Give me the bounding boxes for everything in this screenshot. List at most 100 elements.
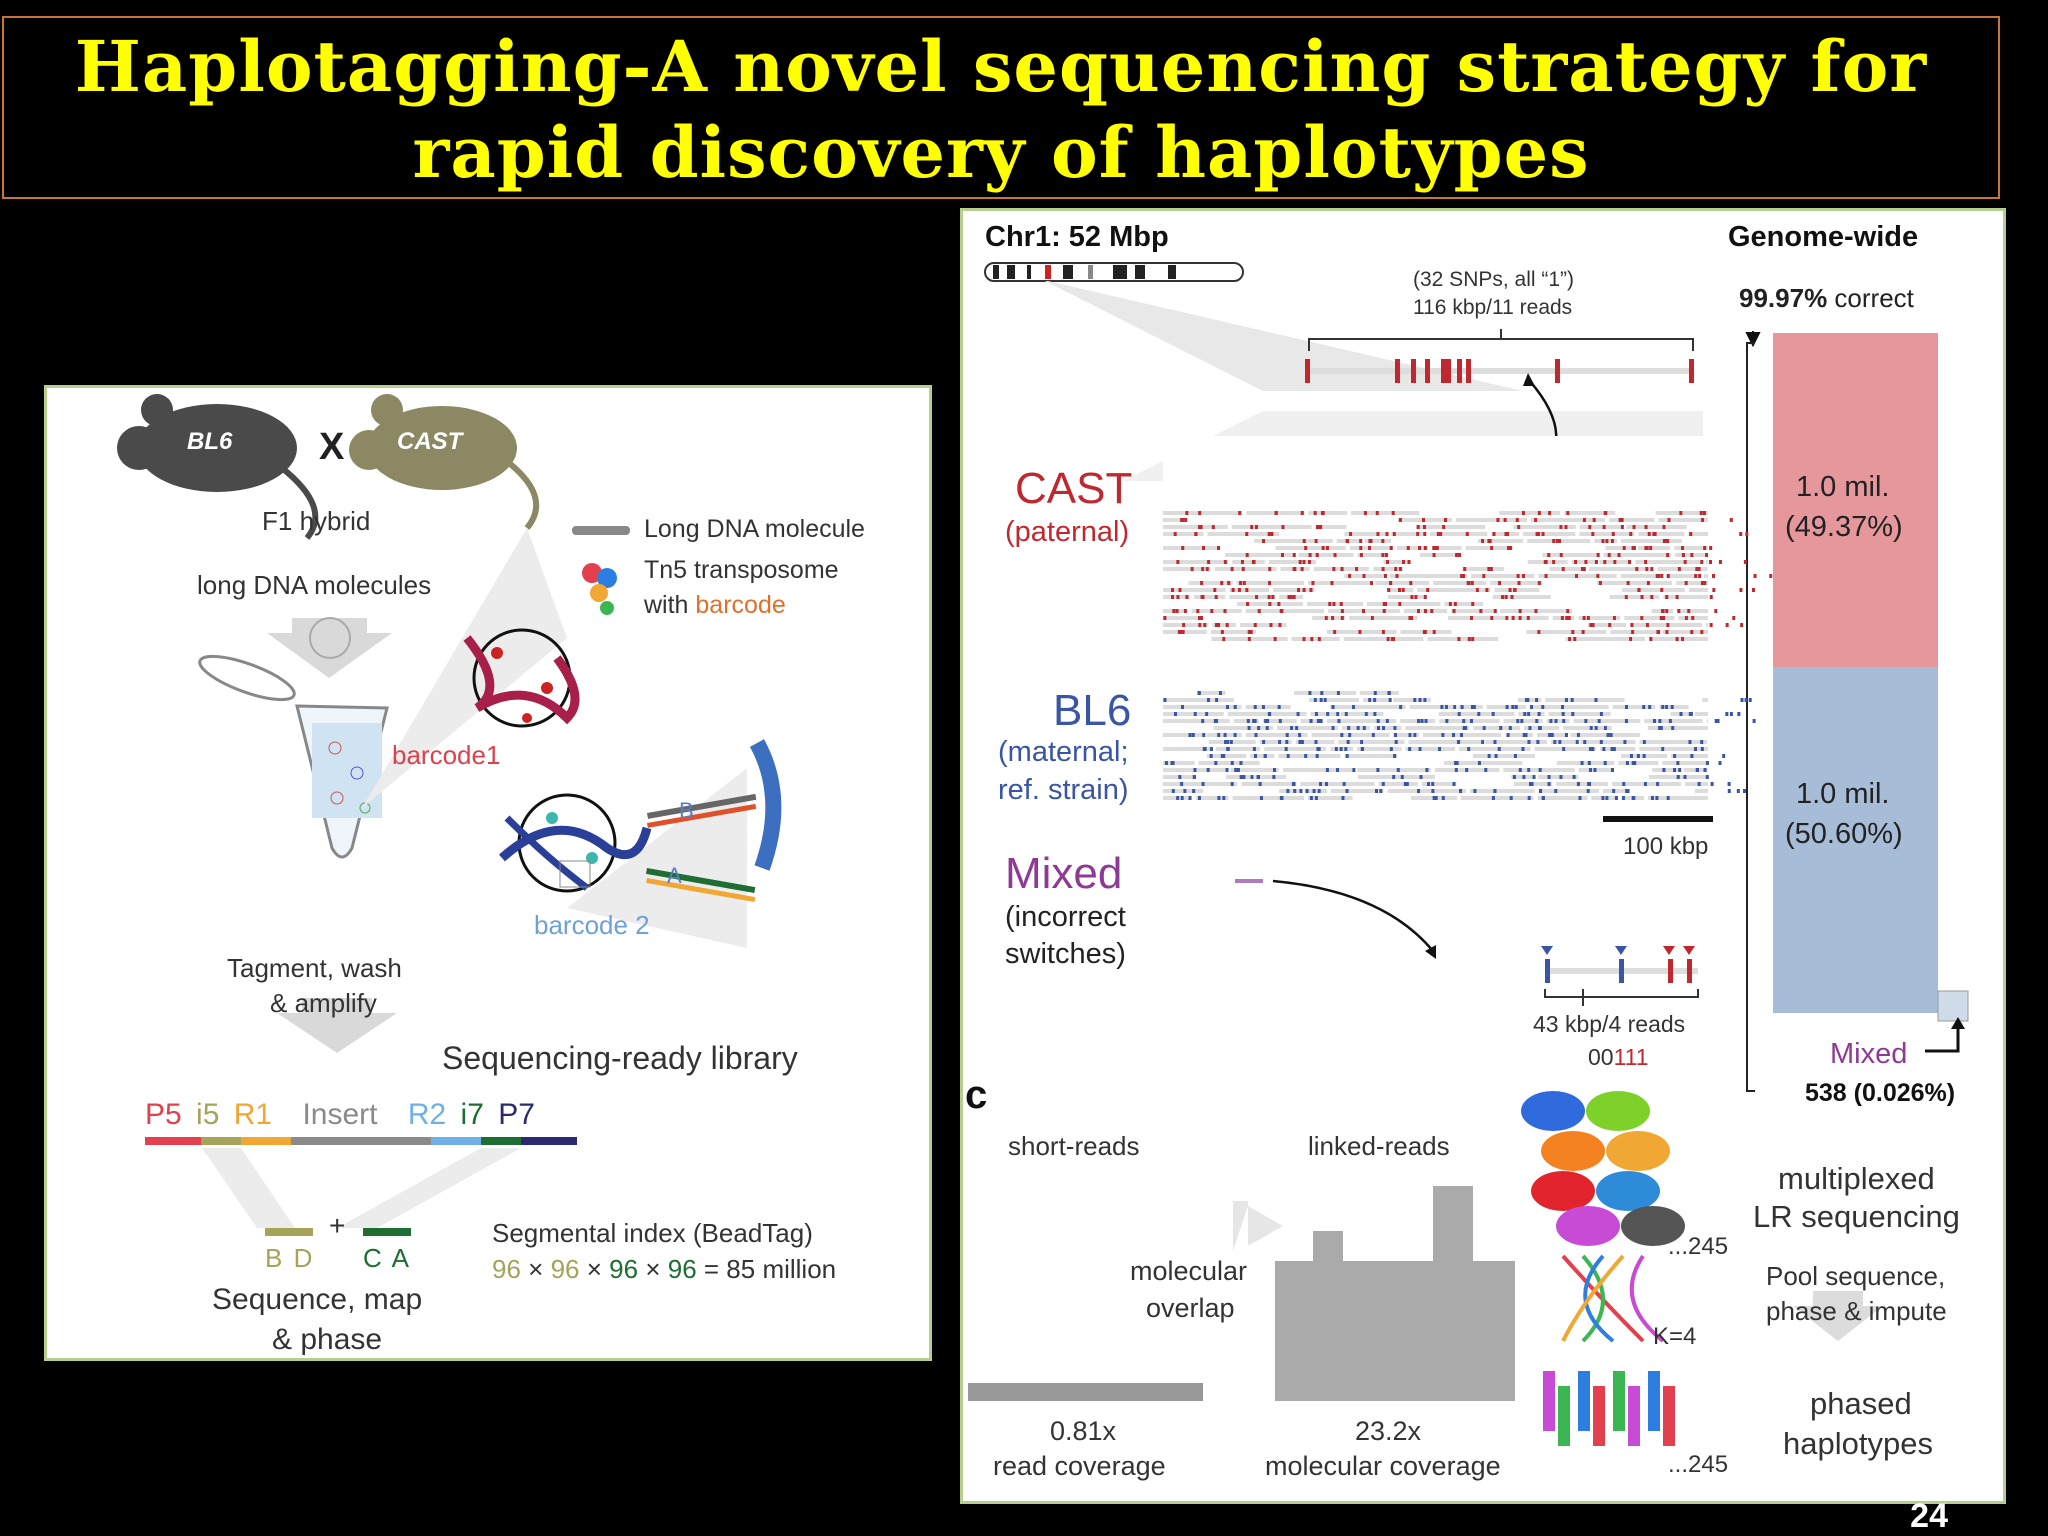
title-line-1: Haplotagging-A novel sequencing strategy… (74, 25, 1928, 108)
bl6-label: BL6 (1053, 686, 1132, 735)
maternal-label-2: ref. strain) (998, 774, 1129, 806)
left-figure-graphics (117, 394, 782, 1236)
barcode1-molecule-icon (463, 628, 580, 728)
pct-correct-label: 99.97% correct (1739, 283, 1914, 314)
chr-label: Chr1: 52 Mbp (985, 221, 1169, 253)
barcode1-label: barcode1 (392, 740, 501, 770)
short-reads-label: short-reads (1008, 1131, 1140, 1161)
cast-mouse-icon (349, 394, 540, 530)
bar-cast-segment (1773, 333, 1938, 667)
legend-barcode-word: barcode (695, 591, 786, 619)
molecular-label: molecular (1130, 1256, 1248, 1286)
n245a-label: ...245 (1668, 1233, 1729, 1260)
formula-96-d: 96 (667, 1254, 697, 1284)
n245b-label: ...245 (1668, 1451, 1729, 1478)
ac-hook-label: A (667, 863, 682, 888)
correct-word: correct (1827, 283, 1914, 313)
tn5-transposome-icon (582, 563, 617, 615)
haplotypes-label: haplotypes (1783, 1426, 1933, 1461)
bar-mixed-count: 538 (0.026%) (1805, 1079, 1956, 1107)
overlap-label: overlap (1146, 1293, 1235, 1323)
maternal-label-1: (maternal; (998, 736, 1129, 768)
adapter-hook-icon (645, 739, 782, 903)
bar-mixed-label: Mixed (1830, 1038, 1908, 1070)
multiplexed-label: multiplexed (1778, 1161, 1935, 1196)
sequencing-ready-label: Sequencing-ready library (442, 1040, 798, 1076)
tube-icon (198, 654, 389, 859)
right-figure-panel: Chr1: 52 Mbp Genome-wide (32 SNPs, all “… (960, 208, 2006, 1504)
arrow-down-icon (267, 618, 392, 678)
plus-sign: + (329, 1210, 346, 1241)
and-phase-label: & phase (272, 1323, 383, 1356)
page-number: 24 (1910, 1497, 1948, 1535)
snp-note-2: 116 kbp/11 reads (1413, 296, 1573, 319)
bar-top-value: 1.0 mil. (1796, 471, 1890, 503)
cross-symbol: X (319, 426, 345, 468)
amplify-label: & amplify (270, 988, 377, 1018)
f1-hybrid-label: F1 hybrid (262, 506, 371, 536)
tagment-label: Tagment, wash (227, 953, 402, 983)
legend-long-dna: Long DNA molecule (644, 515, 865, 543)
library-bar (145, 1137, 577, 1145)
lib-i7: i7 (460, 1098, 484, 1131)
legend-tn5: Tn5 transposome (644, 556, 839, 584)
lib-p5: P5 (145, 1098, 182, 1131)
mouse-bl6-label: BL6 (187, 428, 233, 455)
formula-96-c: 96 (609, 1254, 639, 1284)
bd-hook-label: B (679, 798, 694, 823)
formula-96-a: 96 (492, 1254, 521, 1284)
pool-label-1: Pool sequence, (1766, 1261, 1946, 1291)
snp-read-line (1309, 368, 1693, 374)
legend-with-barcode: with barcode (644, 591, 786, 620)
haplotype-chromosomes-icon (1543, 1371, 1675, 1446)
cov-short-label: 0.81x (1050, 1416, 1117, 1446)
library-labels: P5 i5 R1 Insert R2 i7 P7 (145, 1098, 535, 1132)
bar-mixed-segment (1937, 990, 1969, 1022)
genome-wide-label: Genome-wide (1728, 221, 1919, 253)
segmental-index-label: Segmental index (BeadTag) (492, 1218, 813, 1248)
scale-label: 100 kbp (1623, 833, 1709, 860)
molecular-coverage-label: molecular coverage (1265, 1451, 1501, 1481)
pct-correct-value: 99.97% (1739, 283, 1828, 313)
bl6-mouse-icon (117, 394, 319, 540)
formula: 96 × 96 × 96 × 96 = 85 million (492, 1254, 836, 1285)
bar-bottom-pct: (50.60%) (1785, 818, 1903, 850)
formula-tail: = 85 million (703, 1254, 837, 1284)
formula-x-c: × (645, 1254, 661, 1284)
formula-96-b: 96 (550, 1254, 580, 1284)
linked-reads-label: linked-reads (1308, 1131, 1450, 1161)
read-coverage-label: read coverage (993, 1451, 1166, 1481)
chromosome-ideogram (984, 262, 1244, 282)
recombination-strands-icon (1561, 1254, 1665, 1343)
ca-bar (363, 1228, 411, 1236)
k4-label: K=4 (1653, 1323, 1697, 1350)
bd-label: B D (265, 1243, 315, 1273)
lib-i5: i5 (196, 1098, 220, 1131)
multiplex-mice-icon (1521, 1091, 1685, 1246)
barcode2-label: barcode 2 (534, 910, 650, 940)
long-dna-molecules-label: long DNA molecules (197, 570, 432, 600)
formula-x-a: × (528, 1254, 544, 1284)
scale-bar (1603, 816, 1713, 822)
bar-bl6-segment (1773, 667, 1938, 1013)
pool-arrow (1793, 1291, 1883, 1341)
formula-x-b: × (586, 1254, 602, 1284)
incorrect-label-1: (incorrect (1005, 901, 1126, 933)
bar-bottom-value: 1.0 mil. (1796, 778, 1890, 810)
bl6-read-tiles (1163, 691, 1756, 800)
ca-label: C A (363, 1243, 411, 1273)
lib-p7: P7 (498, 1098, 535, 1131)
mouse-cast-label: CAST (397, 428, 463, 455)
cast-label: CAST (1015, 464, 1133, 513)
bits-label: 00111 (1588, 1044, 1649, 1071)
pool-label-2: phase & impute (1766, 1296, 1947, 1326)
short-reads-coverage (968, 1383, 1203, 1401)
dna-tangle-icon (309, 617, 351, 659)
cov-linked-label: 23.2x (1355, 1416, 1422, 1446)
barcode2-molecule-icon (498, 793, 652, 893)
arrow-down-icon (277, 998, 397, 1053)
bits-prefix: 00 (1588, 1044, 1614, 1070)
bar-top-pct: (49.37%) (1785, 511, 1903, 543)
mixed-label: Mixed (1005, 849, 1123, 898)
paternal-label: (paternal) (1005, 516, 1130, 548)
